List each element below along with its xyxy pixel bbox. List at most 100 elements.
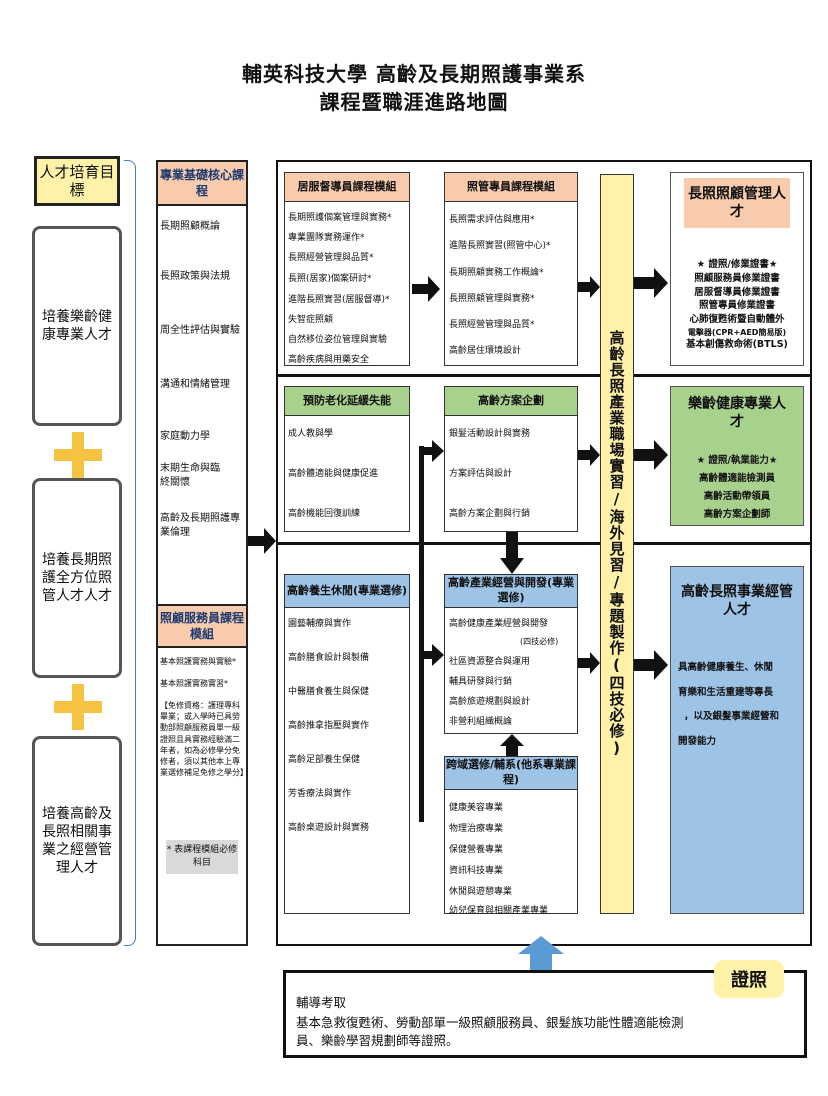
plus-icon-vertical bbox=[72, 432, 84, 478]
planning-item: 方案評估與設計 bbox=[449, 469, 513, 479]
leisure-module bbox=[284, 574, 410, 914]
homecare-item: 專業團隊實務運作* bbox=[288, 233, 365, 243]
career-ltc-certs: ★ 證照/修業證書★ 照顧服務員修業證書 居服督導員修業證書 照管專員修業證書 … bbox=[672, 258, 802, 352]
service-exemption: 【免修資格：護理專科畢業；或入學時已具勞動部照顧服務員單一級證照且具實務經驗滿二… bbox=[160, 701, 248, 778]
cross-item: 幼兒保育與相關產業專業 bbox=[449, 906, 549, 916]
service-header: 照顧服務員課程模組 bbox=[156, 604, 248, 648]
caremgr-item: 長照需求評估與應用* bbox=[449, 215, 535, 225]
service-item: 基本照護實務實習* bbox=[160, 679, 228, 688]
goals-brace bbox=[124, 160, 136, 946]
cert-line: 居服督導員修業證書 bbox=[694, 286, 780, 298]
homecare-item: 失智症照顧 bbox=[288, 315, 334, 325]
cert-line: 心肺復甦術暨自動體外 bbox=[689, 314, 785, 326]
core-item: 長期照顧概論 bbox=[160, 221, 220, 232]
cross-item: 物理治療專業 bbox=[449, 824, 504, 834]
cert-line: 高齡方案企劃師 bbox=[703, 509, 771, 521]
core-item: 長照政策與法規 bbox=[160, 271, 230, 282]
cross-item: 資訊科技專業 bbox=[449, 866, 504, 876]
caremgr-item: 長期照顧實務工作概論* bbox=[449, 268, 544, 278]
industry-item: 非營利組織概論 bbox=[449, 717, 513, 727]
arrow-up-icon bbox=[518, 936, 564, 970]
industry-item: 輔具研發與行銷 bbox=[449, 677, 513, 687]
homecare-item: 進階長照實習(居服督導)* bbox=[288, 295, 390, 305]
cert-line: 照管專員修業證書 bbox=[698, 300, 775, 312]
goals-header: 人才培育目標 bbox=[34, 156, 120, 206]
leisure-header: 高齡養生休閒(專業選修) bbox=[284, 574, 410, 608]
career-biz-title: 高齡長照事業經管人才 bbox=[680, 572, 794, 630]
cross-item: 休閒與遊憩專業 bbox=[449, 887, 513, 897]
core-header: 專業基礎核心課程 bbox=[156, 160, 248, 206]
industry-item-note: (四技必修) bbox=[520, 637, 559, 646]
career-ltc-title: 長照照顧管理人才 bbox=[684, 178, 790, 228]
connector-line bbox=[419, 446, 424, 822]
homecare-item: 長照經營管理與品質* bbox=[288, 253, 374, 263]
cross-item: 保健營養專業 bbox=[449, 845, 504, 855]
leisure-item: 園藝輔療與實作 bbox=[288, 619, 352, 629]
leisure-item: 高齡膳食設計與製備 bbox=[288, 653, 370, 663]
cert-line: ★ 證照/修業證書★ bbox=[696, 259, 778, 270]
goal-health-talent: 培養樂齡健康專業人才 bbox=[32, 226, 122, 426]
leisure-item: 芳香療法與實作 bbox=[288, 789, 352, 799]
caremgr-module bbox=[444, 172, 578, 366]
caremgr-item: 進階長照實習(照管中心)* bbox=[449, 241, 551, 251]
career-health-certs: ★ 證照/執業能力★ 高齡體適能檢測員 高齡活動帶領員 高齡方案企劃師 bbox=[672, 452, 802, 524]
cert-line: 照顧服務員修業證書 bbox=[694, 272, 780, 284]
arrow-up-icon bbox=[500, 734, 524, 756]
cert-line: 輔導考取 bbox=[296, 995, 347, 1010]
internship-bar: 高齡長照產業職場實習/海外見習/專題製作(四技必修) bbox=[600, 174, 634, 914]
caremgr-item: 高齡居住環境設計 bbox=[449, 346, 522, 356]
industry-header: 高齡產業經營與開發(專業選修) bbox=[444, 574, 578, 608]
core-item: 末期生命與臨終關懷 bbox=[160, 463, 220, 488]
cert-line: 員、樂齡學習規劃師等證照。 bbox=[296, 1033, 459, 1048]
career-health-title: 樂齡健康專業人才 bbox=[684, 390, 790, 436]
page-subtitle: 課程暨職涯進路地圖 bbox=[319, 90, 509, 114]
arrow-right-icon bbox=[248, 528, 276, 554]
cross-item: 健康美容專業 bbox=[449, 803, 504, 813]
arrow-right-icon bbox=[634, 650, 668, 680]
arrow-right-icon bbox=[578, 444, 600, 466]
leisure-item: 中醫膳食養生與保健 bbox=[288, 687, 370, 697]
cert-line: 高齡活動帶領員 bbox=[703, 491, 771, 503]
cert-line: 基本急救復甦術、勞動部單一級照顧服務員、銀髮族功能性體適能檢測 bbox=[296, 1015, 684, 1030]
cert-line: 高齡體適能檢測員 bbox=[698, 473, 775, 485]
cert-line: 電擊器(CPR+AED簡易版) bbox=[687, 327, 787, 337]
arrow-right-icon bbox=[412, 276, 440, 302]
homecare-module bbox=[284, 172, 410, 366]
plus-icon-vertical bbox=[72, 684, 84, 730]
homecare-item: 自然移位姿位管理與實驗 bbox=[288, 335, 388, 345]
planning-item: 銀髮活動設計與實務 bbox=[449, 429, 531, 439]
arrow-right-icon bbox=[578, 276, 600, 298]
certification-badge: 證照 bbox=[714, 960, 784, 998]
cross-header: 跨域選修/輔系(他系專業課程) bbox=[444, 756, 578, 790]
homecare-header: 居服督導員課程模組 bbox=[284, 172, 410, 202]
industry-item: 高齡旅遊規劃與設計 bbox=[449, 697, 531, 707]
arrow-right-icon bbox=[634, 268, 668, 298]
cert-line: ★ 證照/執業能力★ bbox=[696, 455, 778, 466]
caremgr-item: 長照經營管理與品質* bbox=[449, 320, 535, 330]
planning-header: 高齡方案企劃 bbox=[444, 386, 578, 416]
goal-ltc-talent: 培養長期照護全方位照管人才人才 bbox=[32, 478, 122, 678]
leisure-item: 高齡推拿指壓與實作 bbox=[288, 721, 370, 731]
desc-line: ，以及銀髮事業經營和 bbox=[684, 711, 780, 723]
homecare-item: 高齡疾病與用藥安全 bbox=[288, 355, 370, 365]
arrow-right-icon bbox=[634, 440, 668, 470]
arrow-right-icon bbox=[422, 440, 444, 462]
prevent-item: 成人教與學 bbox=[288, 429, 334, 439]
prevent-item: 高齡機能回復訓練 bbox=[288, 509, 361, 519]
prevent-header: 預防老化延緩失能 bbox=[284, 386, 410, 416]
core-item: 溝通和情緒管理 bbox=[160, 379, 230, 390]
desc-line: 育樂和生活重建等專長 bbox=[678, 686, 774, 698]
divider bbox=[276, 542, 812, 545]
service-item: 基本照護實務與實驗* bbox=[160, 657, 236, 666]
homecare-item: 長期照護個案管理與實務* bbox=[288, 213, 392, 223]
caremgr-item: 長照照顧管理與實務* bbox=[449, 294, 535, 304]
leisure-item: 高齡桌遊設計與實務 bbox=[288, 823, 370, 833]
career-biz-desc: 具高齡健康養生、休閒 育樂和生活重建等專長 ，以及銀髮事業經營和 開發能力 bbox=[672, 656, 802, 755]
industry-item: 高齡健康產業經營與開發 bbox=[449, 619, 549, 629]
core-item: 高齡及長期照護專業倫理 bbox=[160, 513, 240, 538]
cert-line: 基本創傷救命術(BTLS) bbox=[686, 339, 788, 351]
divider bbox=[276, 374, 812, 377]
caremgr-header: 照管專員課程模組 bbox=[444, 172, 578, 202]
prevent-item: 高齡體適能與健康促進 bbox=[288, 469, 379, 479]
core-item: 家庭動力學 bbox=[160, 431, 210, 442]
